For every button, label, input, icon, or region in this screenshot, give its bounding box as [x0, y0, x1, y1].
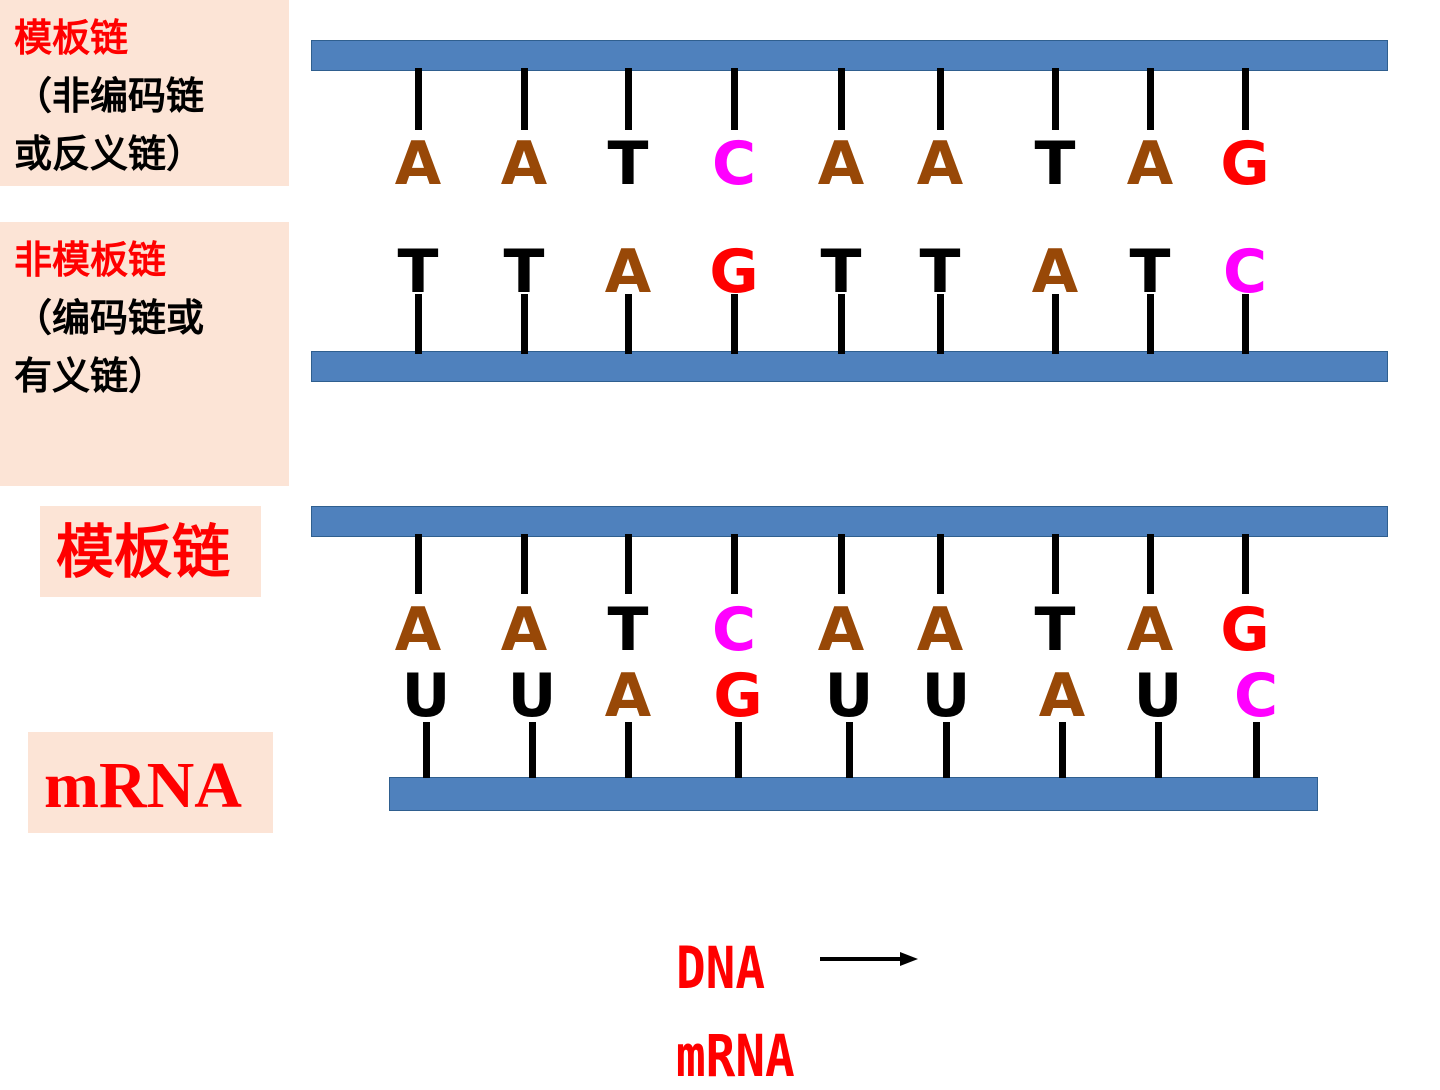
panel2-mrna-base: U	[921, 661, 971, 731]
panel1-template-base-bond	[625, 68, 632, 130]
panel1-template-base-bond	[1052, 68, 1059, 130]
panel2-template-base-bond	[521, 534, 528, 594]
panel1-template-base: T	[607, 129, 649, 199]
nontemplate-strand-title: 非模板链	[14, 238, 167, 282]
panel2-template-base: C	[711, 595, 757, 665]
panel2-mrna-base-bond	[735, 722, 742, 778]
panel2-template-base: A	[817, 595, 865, 665]
panel2-mrna-base-bond	[1059, 722, 1066, 778]
label-box-mrna: mRNA	[28, 732, 273, 833]
panel1-nontemplate-base-bond	[1052, 294, 1059, 354]
panel1-template-base-bond	[415, 68, 422, 130]
mrna-title: mRNA	[44, 749, 242, 822]
panel2-mrna-base-bond	[846, 722, 853, 778]
panel1-nontemplate-base: G	[709, 237, 759, 307]
dna-nontemplate-strand	[311, 351, 1388, 382]
panel1-nontemplate-base: C	[1222, 237, 1268, 307]
panel2-template-base-bond	[731, 534, 738, 594]
panel1-nontemplate-base-bond	[1242, 294, 1249, 354]
label-box-nontemplate-strand: 非模板链 （编码链或 有义链）	[0, 222, 289, 486]
dna-template-strand-1	[311, 40, 1388, 71]
panel1-nontemplate-base-bond	[838, 294, 845, 354]
panel1-template-base: A	[394, 129, 442, 199]
panel2-template-base: A	[500, 595, 548, 665]
panel1-template-base: A	[817, 129, 865, 199]
panel1-template-base-bond	[521, 68, 528, 130]
template-strand-alias-2: 或反义链）	[14, 132, 205, 176]
panel1-template-base-bond	[1242, 68, 1249, 130]
panel2-mrna-base-bond	[1155, 722, 1162, 778]
panel1-nontemplate-base: T	[1129, 237, 1171, 307]
panel2-mrna-base-bond	[529, 722, 536, 778]
panel1-nontemplate-base: T	[503, 237, 545, 307]
label-box-template-strand: 模板链 （非编码链 或反义链）	[0, 0, 289, 186]
bottom-mrna-label: mRNA	[676, 1022, 795, 1090]
panel2-mrna-base-bond	[423, 722, 430, 778]
panel1-nontemplate-base-bond	[731, 294, 738, 354]
panel2-template-base: A	[1126, 595, 1174, 665]
panel2-mrna-base: U	[824, 661, 874, 731]
panel2-template-base: A	[916, 595, 964, 665]
panel2-mrna-base: U	[507, 661, 557, 731]
mrna-strand	[389, 777, 1318, 811]
panel2-template-base: T	[607, 595, 649, 665]
panel2-template-base: T	[1034, 595, 1076, 665]
panel1-template-base-bond	[1147, 68, 1154, 130]
label-box-template-strand-2: 模板链	[40, 506, 261, 597]
panel2-template-base-bond	[838, 534, 845, 594]
panel2-template-base: G	[1220, 595, 1270, 665]
panel2-mrna-base: C	[1233, 661, 1279, 731]
panel1-nontemplate-base: T	[397, 237, 439, 307]
panel2-template-base: A	[394, 595, 442, 665]
panel1-template-base: T	[1034, 129, 1076, 199]
panel2-mrna-base: A	[604, 661, 652, 731]
panel2-mrna-base-bond	[943, 722, 950, 778]
panel1-nontemplate-base: T	[919, 237, 961, 307]
panel2-mrna-base-bond	[625, 722, 632, 778]
panel1-nontemplate-base-bond	[1147, 294, 1154, 354]
dna-template-strand-2	[311, 506, 1388, 537]
panel1-nontemplate-base: A	[1031, 237, 1079, 307]
panel1-nontemplate-base-bond	[937, 294, 944, 354]
panel1-nontemplate-base: A	[604, 237, 652, 307]
panel1-template-base: A	[500, 129, 548, 199]
panel2-template-base-bond	[415, 534, 422, 594]
panel1-nontemplate-base-bond	[521, 294, 528, 354]
panel1-template-base-bond	[838, 68, 845, 130]
panel2-mrna-base: U	[1133, 661, 1183, 731]
panel2-template-base-bond	[1147, 534, 1154, 594]
template-strand-alias-1: （非编码链	[14, 74, 205, 118]
panel2-template-base-bond	[1242, 534, 1249, 594]
nontemplate-strand-alias-2: 有义链）	[14, 354, 167, 398]
template-strand-title: 模板链	[14, 16, 129, 60]
panel2-template-base-bond	[1052, 534, 1059, 594]
panel1-template-base: C	[711, 129, 757, 199]
panel1-template-base: A	[916, 129, 964, 199]
panel1-template-base-bond	[937, 68, 944, 130]
nontemplate-strand-alias-1: （编码链或	[14, 296, 205, 340]
panel2-mrna-base: U	[401, 661, 451, 731]
panel2-mrna-base-bond	[1253, 722, 1260, 778]
panel2-template-base-bond	[625, 534, 632, 594]
panel2-mrna-base: G	[713, 661, 763, 731]
panel1-template-base: A	[1126, 129, 1174, 199]
panel1-nontemplate-base-bond	[625, 294, 632, 354]
panel1-nontemplate-base-bond	[415, 294, 422, 354]
panel1-template-base: G	[1220, 129, 1270, 199]
template-strand-2-title: 模板链	[56, 518, 231, 586]
panel1-nontemplate-base: T	[820, 237, 862, 307]
panel2-template-base-bond	[937, 534, 944, 594]
panel2-mrna-base: A	[1038, 661, 1086, 731]
arrow-right-icon	[820, 952, 918, 966]
panel1-template-base-bond	[731, 68, 738, 130]
bottom-dna-label: DNA	[676, 934, 766, 1002]
